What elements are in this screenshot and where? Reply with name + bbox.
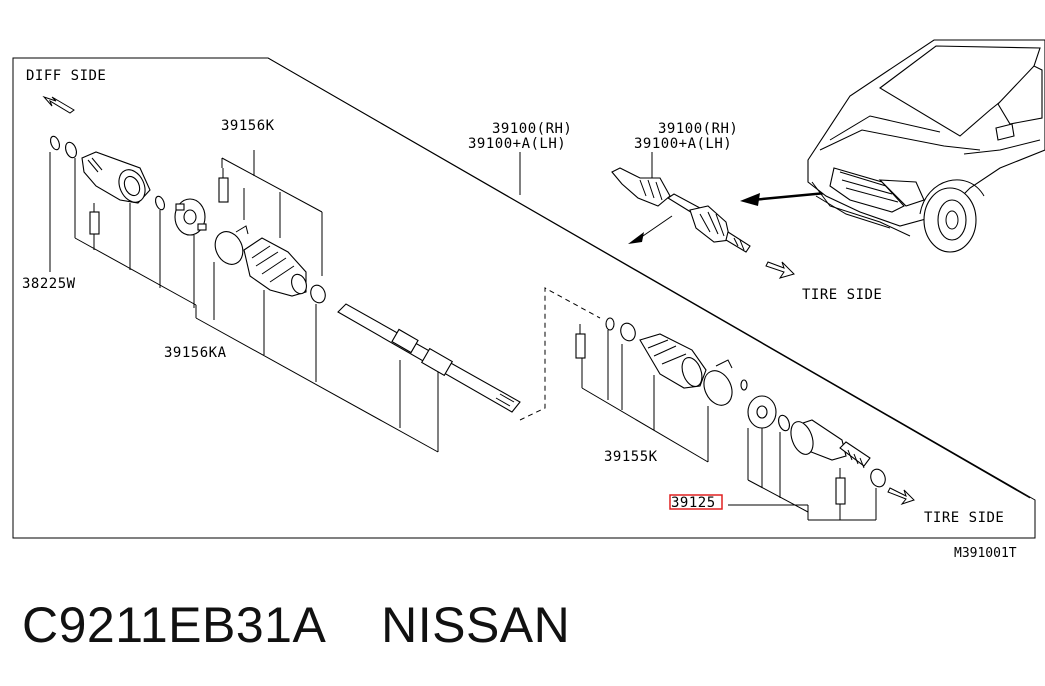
assembly-lh-label-2: 39100+A(LH) <box>634 136 732 152</box>
label-39155K: 39155K <box>604 449 658 465</box>
diff-side-label: DIFF SIDE <box>26 68 106 84</box>
diff-side-parts <box>49 135 521 413</box>
direction-arrow-icon <box>628 215 673 244</box>
driveshaft-parts-diagram: DIFF SIDE <box>12 39 1045 561</box>
label-39156KA: 39156KA <box>164 345 227 361</box>
tire-side-label-lower: TIRE SIDE <box>924 510 1004 526</box>
tire-side-label-upper: TIRE SIDE <box>802 287 882 303</box>
tire-side-arrow-icon-lower <box>887 487 915 506</box>
figure-code: M391001T <box>954 546 1017 561</box>
tire-side-parts <box>575 317 886 505</box>
part-number-caption: C9211EB31A NISSAN <box>22 597 571 653</box>
assembly-rh-label-1: 39100(RH) <box>492 121 572 137</box>
vehicle-illustration <box>807 39 1045 253</box>
label-38225W: 38225W <box>22 276 76 292</box>
driveshaft-assembly-icon <box>611 167 751 253</box>
diff-side-leader-lines <box>49 150 439 453</box>
label-39125-highlight <box>669 494 723 510</box>
diff-side-arrow-icon <box>42 95 75 114</box>
label-39156K: 39156K <box>221 118 275 134</box>
diagram-frame <box>12 57 1036 539</box>
dashed-connector <box>519 287 601 421</box>
tire-side-arrow-icon-upper <box>765 261 795 279</box>
assembly-lh-label-1: 39100+A(LH) <box>468 136 566 152</box>
assembly-leader-line <box>267 57 1031 499</box>
assembly-rh-label-2: 39100(RH) <box>658 121 738 137</box>
label-39125: 39125 <box>671 495 716 511</box>
tire-side-leader-lines <box>581 330 877 521</box>
